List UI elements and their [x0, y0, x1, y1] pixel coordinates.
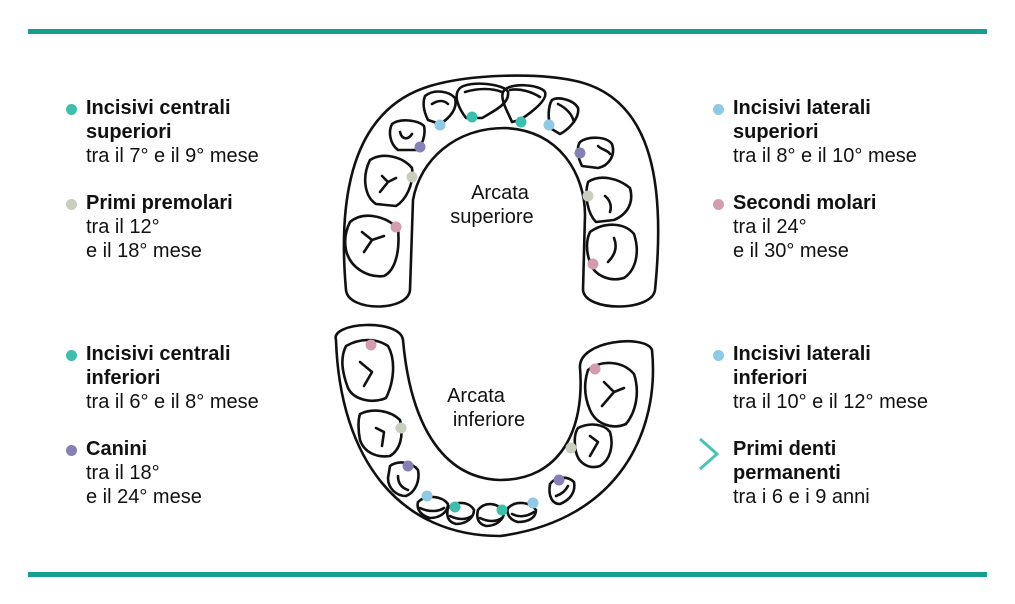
legend-title: Incisivi laterali: [733, 343, 871, 365]
legend-desc: tra i 6 e i 9 anni: [733, 486, 870, 508]
legend-title: Canini: [86, 438, 148, 460]
legend-title: Secondi molari: [733, 192, 877, 214]
legend-incisivi-centrali-superiori: Incisivi centrali superiori tra il 7° e …: [66, 96, 336, 168]
top-rule: [28, 29, 987, 34]
legend-desc: e il 18° mese: [86, 240, 202, 262]
tooth: [388, 119, 426, 152]
legend-secondi-molari: Secondi molari tra il 24° e il 30° mese: [713, 191, 983, 263]
legend-title: inferiori: [86, 367, 161, 389]
legend-canini: Canini tra il 18° e il 24° mese: [66, 437, 336, 509]
legend-incisivi-laterali-superiori: Incisivi laterali superiori tra il 8° e …: [713, 96, 983, 168]
tooth: [357, 409, 403, 458]
legend-title: Primi premolari: [86, 192, 233, 214]
dot-secondo-molare: [390, 221, 402, 233]
tooth: [583, 361, 639, 428]
tooth: [363, 154, 414, 208]
tooth: [547, 97, 580, 136]
legend-incisivi-centrali-inferiori: Incisivi centrali inferiori tra il 6° e …: [66, 342, 336, 414]
tooth: [422, 90, 457, 126]
tooth: [506, 501, 538, 524]
legend-desc: tra il 18°: [86, 462, 160, 484]
dot-canino: [402, 460, 414, 472]
dot-incisivo-laterale: [434, 119, 446, 131]
dot-incisivo-centrale: [466, 111, 478, 123]
legend-title: Primi denti: [733, 438, 837, 460]
dot-premolare: [395, 422, 407, 434]
lower-dots: [365, 339, 601, 516]
dot-incisivo-centrale: [515, 116, 527, 128]
tooth: [455, 82, 510, 120]
legend-desc: tra il 12°: [86, 216, 160, 238]
dot-incisivo-laterale: [543, 119, 555, 131]
legend-desc: tra il 8° e il 10° mese: [733, 145, 917, 167]
legend-primi-premolari: Primi premolari tra il 12° e il 18° mese: [66, 191, 336, 263]
dot-incisivo-laterale: [421, 490, 433, 502]
upper-arch-label-line2: superiore: [450, 206, 533, 228]
legend-desc: tra il 24°: [733, 216, 807, 238]
dot-icon: [713, 350, 724, 361]
tooth: [445, 501, 476, 526]
legend-title: inferiori: [733, 367, 808, 389]
lower-arch-label-line2: inferiore: [453, 409, 525, 431]
dot-icon: [66, 104, 77, 115]
legend-title: Incisivi centrali: [86, 343, 231, 365]
legend-title: superiori: [733, 121, 819, 143]
bottom-rule: [28, 572, 987, 577]
legend-desc: tra il 7° e il 9° mese: [86, 145, 259, 167]
dot-secondo-molare: [365, 339, 377, 351]
tooth: [501, 83, 547, 124]
upper-teeth: [343, 82, 638, 281]
legend-title: Incisivi laterali: [733, 97, 871, 119]
upper-arch-outline: [342, 74, 660, 308]
dot-icon: [66, 350, 77, 361]
legend-title: superiori: [86, 121, 172, 143]
dot-premolare: [565, 442, 577, 454]
dot-canino: [414, 141, 426, 153]
dot-icon: [66, 199, 77, 210]
tooth: [585, 223, 638, 281]
legend-desc: e il 30° mese: [733, 240, 849, 262]
legend-desc: tra il 10° e il 12° mese: [733, 391, 928, 413]
tooth: [341, 338, 395, 402]
chevron-right-icon: [699, 437, 720, 471]
dot-secondo-molare: [587, 258, 599, 270]
tooth: [475, 502, 506, 528]
lower-arch-label-line1: Arcata: [447, 385, 506, 407]
dot-incisivo-laterale: [527, 497, 539, 509]
upper-dots: [390, 111, 599, 270]
legend-desc: e il 24° mese: [86, 486, 202, 508]
legend-primi-denti-permanenti: Primi denti permanenti tra i 6 e i 9 ann…: [699, 437, 983, 509]
dot-premolare: [406, 171, 418, 183]
legend-title: permanenti: [733, 462, 841, 484]
dot-incisivo-centrale: [496, 504, 508, 516]
dot-icon: [66, 445, 77, 456]
tooth: [573, 423, 613, 469]
lower-arch-outline: [334, 323, 655, 538]
dot-icon: [713, 199, 724, 210]
legend-incisivi-laterali-inferiori: Incisivi laterali inferiori tra il 10° e…: [713, 342, 983, 414]
dot-canino: [553, 474, 565, 486]
tooth: [416, 495, 450, 520]
dot-incisivo-centrale: [449, 501, 461, 513]
dot-icon: [713, 104, 724, 115]
dot-premolare: [582, 190, 594, 202]
upper-arch-label-line1: Arcata: [471, 182, 530, 204]
tooth: [585, 176, 633, 224]
tooth: [343, 214, 400, 278]
legend-title: Incisivi centrali: [86, 97, 231, 119]
dot-canino: [574, 147, 586, 159]
legend-desc: tra il 6° e il 8° mese: [86, 391, 259, 413]
dot-secondo-molare: [589, 363, 601, 375]
